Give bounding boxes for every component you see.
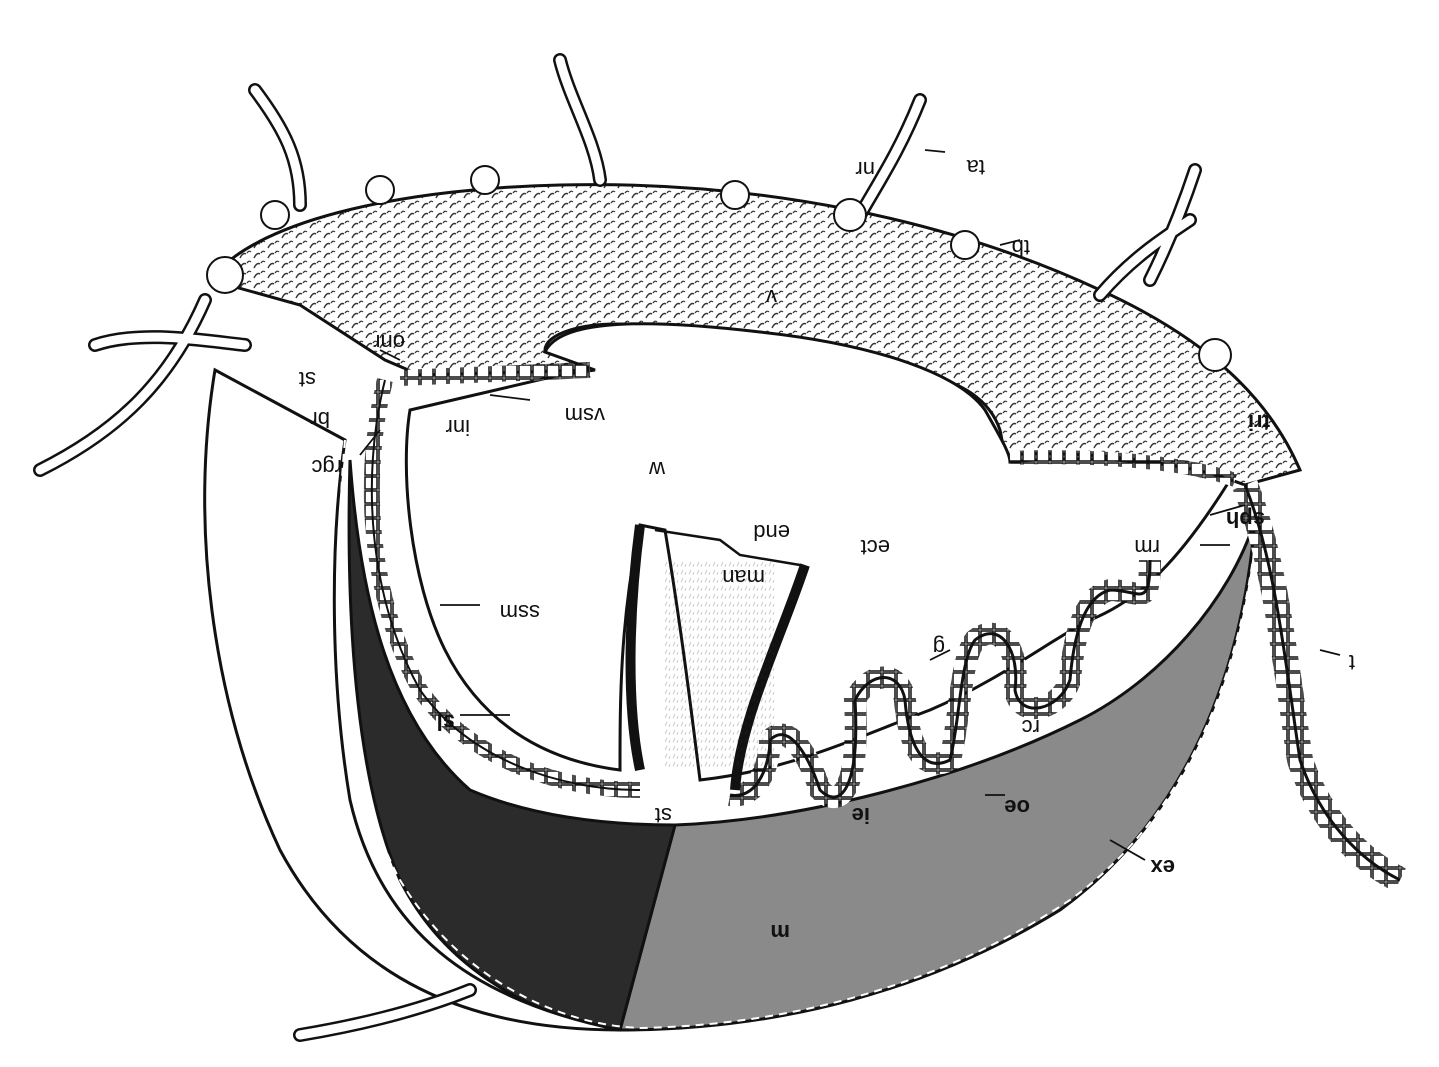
label-sph: sph [1226,507,1265,532]
label-oe: oe [1004,795,1030,820]
label-rc: rc [1022,715,1040,740]
label-ssm: ssm [500,600,540,625]
label-onr: onr [373,330,405,355]
label-man: man [722,565,765,590]
label-m: m [770,920,790,945]
vsm-band [400,370,590,378]
label-w: w [649,457,666,482]
label-vsm: vsm [565,403,605,428]
label-tb: tb [1012,235,1030,260]
label-ect: ect [861,535,890,560]
tentacle-t [1245,485,1400,880]
label-end: end [753,520,790,545]
label-rgc: rgc [311,455,342,480]
label-rm: rm [1134,535,1160,560]
label-st-top: st [299,367,316,392]
manubrium-stipple [665,560,775,770]
label-t: t [1349,650,1355,675]
label-inr: inr [446,415,470,440]
label-st-bottom: st [655,803,672,828]
label-g: g [933,635,945,660]
label-br: br [310,407,330,432]
label-nr: nr [855,157,875,182]
label-tri: tri [1248,410,1270,435]
label-ie: ie [852,803,870,828]
label-v: v [766,285,777,310]
label-ta: ta [966,155,985,180]
label-ex: ex [1150,855,1175,880]
label-sl: sl [437,710,455,735]
